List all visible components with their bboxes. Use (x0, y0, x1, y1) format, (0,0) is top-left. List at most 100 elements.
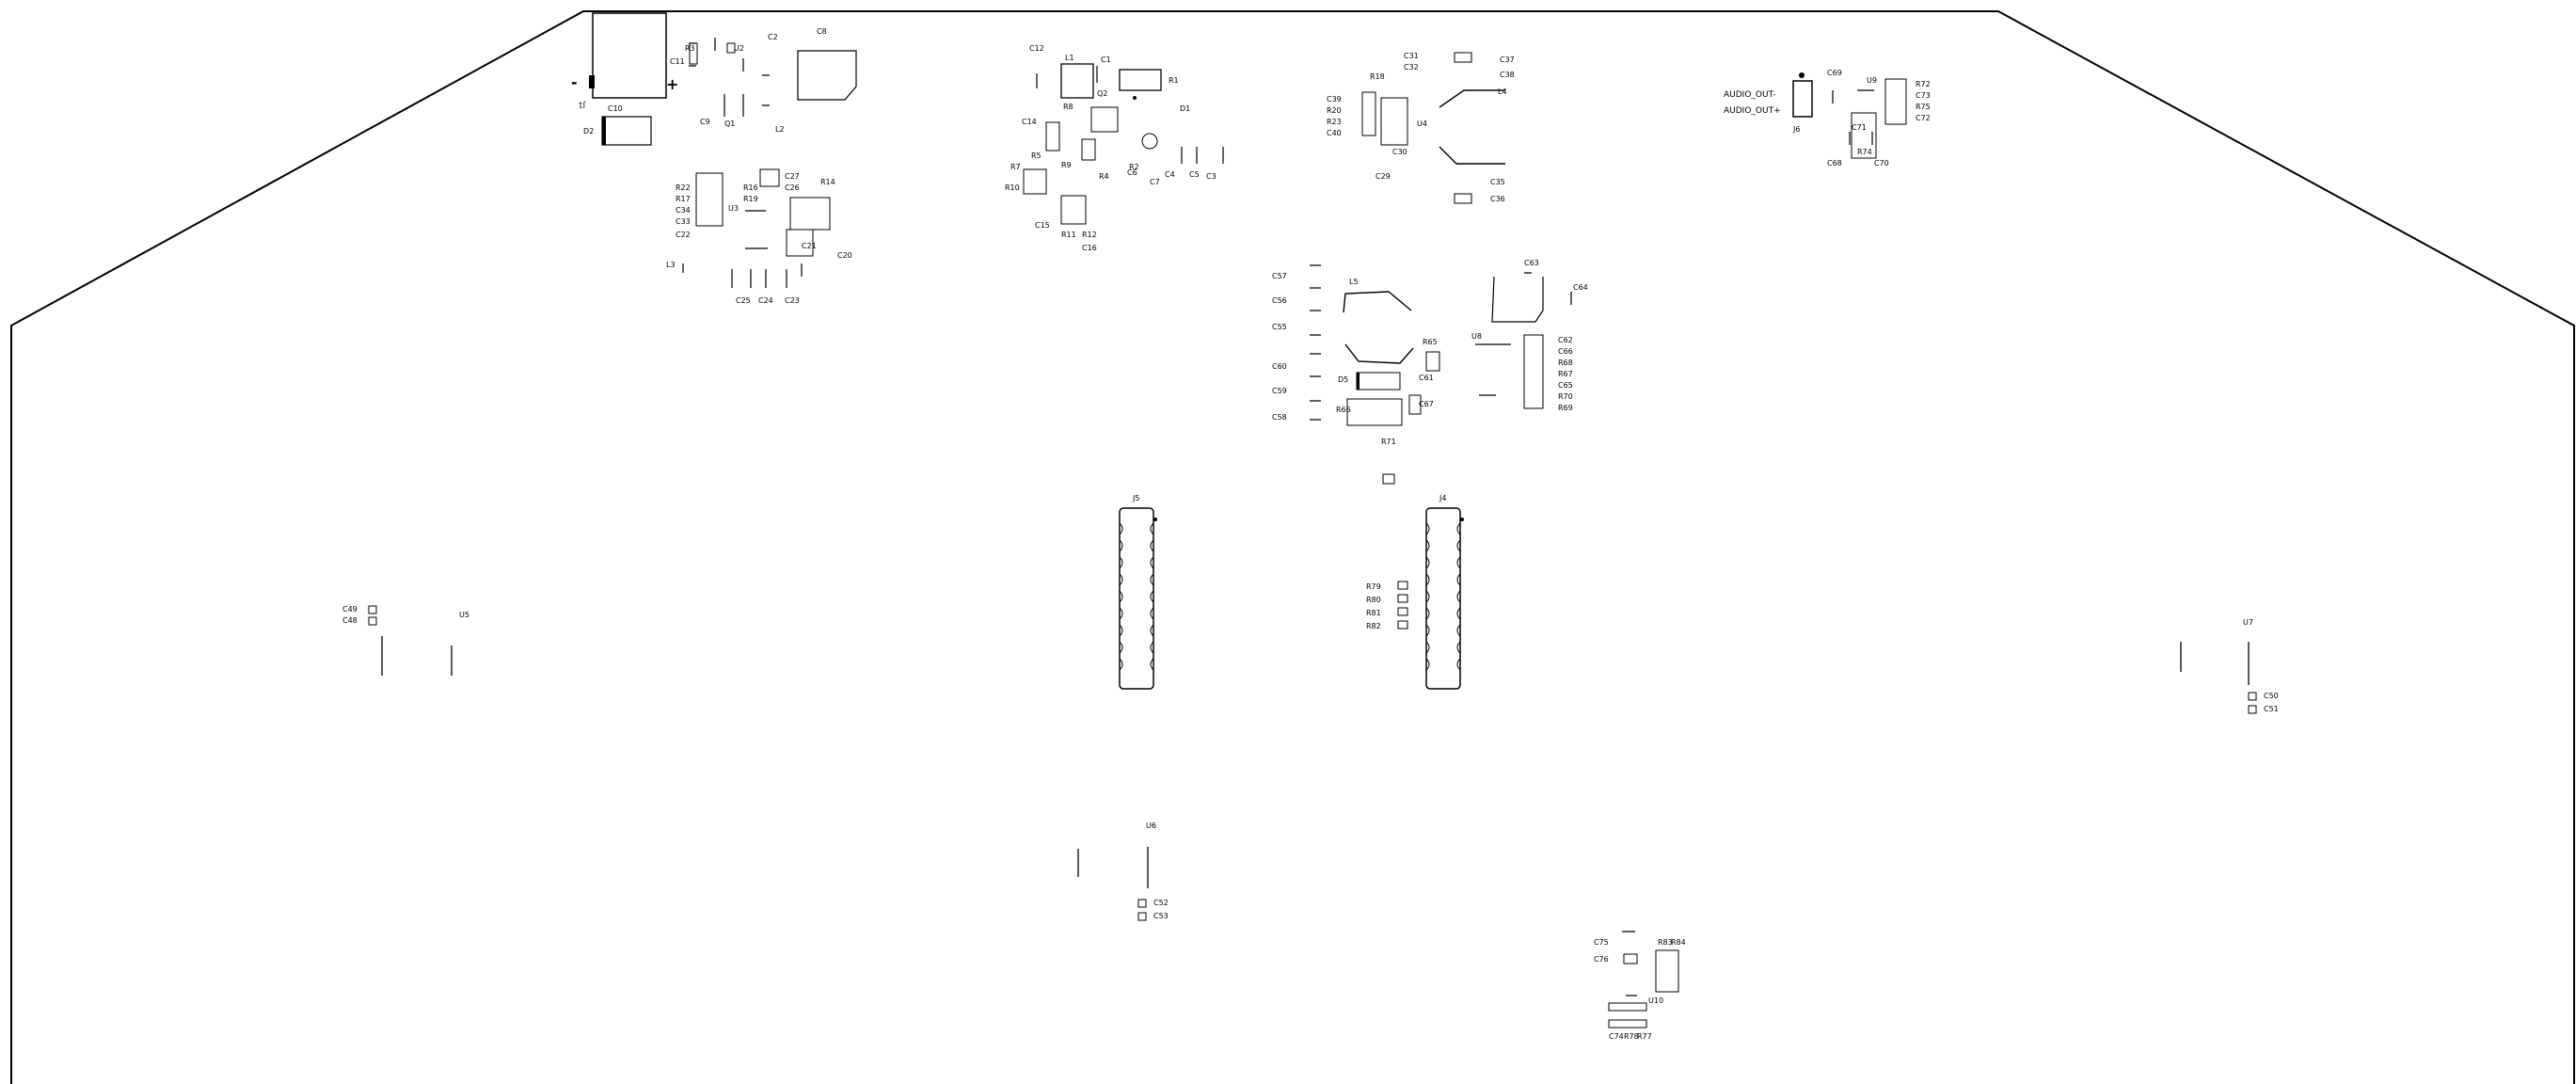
ref-label: C71 (1852, 123, 1867, 132)
board-outline (10, 10, 2575, 1084)
ref-label: R72 (1916, 80, 1931, 88)
ref-label: C24 (758, 296, 773, 305)
ref-label: C32 (1404, 63, 1419, 72)
ic-footprint-u5 (368, 605, 453, 676)
ref-label: C20 (837, 251, 852, 260)
ref-label: R67 (1558, 370, 1573, 378)
ref-label: C22 (676, 231, 691, 239)
ref-label: L1 (1065, 54, 1074, 62)
ref-label: U7 (2243, 618, 2253, 627)
ref-label: R5 (1031, 151, 1042, 160)
ref-label: C38 (1500, 71, 1515, 79)
audio-out-plus-label: AUDIO_OUT+ (1724, 106, 1781, 116)
ref-label: D2 (583, 127, 594, 136)
ref-label: L3 (666, 261, 676, 269)
ref-label: C76 (1594, 955, 1609, 964)
ref-label: R17 (676, 195, 691, 203)
ref-label: R77 (1637, 1032, 1652, 1041)
ref-label: C30 (1392, 148, 1407, 156)
ref-label: C9 (700, 118, 710, 126)
ref-label: C36 (1490, 195, 1505, 203)
ref-label: C67 (1419, 400, 1434, 408)
ref-label: D5 (1338, 375, 1348, 384)
ref-label: C5 (1189, 170, 1200, 179)
ref-label: R22 (676, 183, 691, 192)
ref-label: C69 (1827, 69, 1842, 77)
ic-footprint-u10 (1608, 931, 1679, 1028)
ref-label: C35 (1490, 178, 1505, 186)
ref-label: R10 (1005, 183, 1020, 192)
ref-label: R69 (1558, 404, 1573, 412)
ref-label: R80 (1366, 596, 1381, 604)
ref-label: U8 (1471, 332, 1482, 341)
ref-label: C62 (1558, 336, 1573, 344)
power-jack-j1: - + J1 (571, 12, 678, 146)
ref-label: U3 (728, 204, 739, 213)
ref-label: R70 (1558, 392, 1573, 401)
ref-label: L4 (1498, 88, 1507, 96)
ref-label: R20 (1327, 106, 1342, 115)
ref-label: R23 (1327, 118, 1342, 126)
ref-label: C8 (817, 27, 827, 36)
ref-label: U6 (1146, 821, 1156, 830)
ref-label: L2 (775, 125, 785, 134)
ref-label: C53 (1153, 912, 1169, 920)
ref-label: C27 (785, 172, 800, 181)
ref-label: R81 (1366, 609, 1381, 617)
ref-label: C31 (1404, 52, 1419, 60)
ref-label: C59 (1272, 387, 1287, 395)
ref-label: C21 (802, 242, 817, 250)
ref-label: D1 (1180, 104, 1190, 113)
ref-label: U10 (1648, 996, 1663, 1005)
ref-label: Q1 (724, 120, 735, 128)
ref-label: R82 (1366, 622, 1381, 630)
ref-label: C3 (1206, 172, 1216, 181)
ref-label: C33 (676, 217, 691, 226)
opamp-section (682, 168, 831, 288)
ref-label: C51 (2264, 705, 2279, 713)
ic-footprint-u7 (2180, 642, 2257, 714)
ref-label: R84 (1671, 938, 1686, 947)
ref-label: C6 (1127, 168, 1137, 177)
header-j5: J5 (1119, 494, 1157, 690)
ref-label: C64 (1573, 283, 1588, 292)
ref-label: C75 (1594, 938, 1609, 947)
ref-label: R14 (820, 178, 835, 186)
ref-label: C74 (1609, 1032, 1624, 1041)
ref-label: C29 (1375, 172, 1391, 181)
ref-label: C56 (1272, 296, 1287, 305)
ref-label: C2 (768, 33, 778, 41)
ref-label: L5 (1349, 278, 1359, 286)
ref-label: U5 (459, 611, 469, 619)
ref-label: C14 (1022, 118, 1037, 126)
audio-output-section: AUDIO_OUT- AUDIO_OUT+ J6 (1724, 72, 1907, 159)
amplifier-section (1310, 264, 1572, 485)
ref-label: C70 (1874, 159, 1889, 167)
ref-label: R83 (1658, 938, 1673, 947)
ref-label: R8 (1063, 103, 1073, 111)
ref-label: R71 (1381, 438, 1396, 446)
ref-label: C4 (1165, 170, 1175, 179)
ref-label: U9 (1867, 76, 1877, 85)
ref-label: C63 (1524, 259, 1539, 267)
power-input-section (689, 38, 857, 117)
ref-label: R4 (1099, 172, 1109, 181)
ref-label: C60 (1272, 362, 1287, 371)
audio-out-minus-label: AUDIO_OUT- (1724, 90, 1776, 100)
buck-converter-section (1023, 63, 1224, 225)
ref-label: C25 (736, 296, 751, 305)
power-jack-minus: - (571, 73, 578, 91)
ref-label: R75 (1916, 103, 1931, 111)
ref-label: R68 (1558, 359, 1573, 367)
ic-footprint-u6 (1077, 847, 1149, 921)
ref-label: C66 (1558, 347, 1573, 356)
header-j5-ref: J5 (1132, 494, 1139, 502)
ref-label: C65 (1558, 381, 1573, 390)
ref-label: C23 (785, 296, 800, 305)
regulator-section (1361, 52, 1505, 204)
ref-label: C49 (342, 605, 358, 614)
audio-connector-ref: J6 (1792, 125, 1800, 134)
ref-label: C7 (1150, 178, 1160, 186)
ref-label: C39 (1327, 95, 1342, 104)
